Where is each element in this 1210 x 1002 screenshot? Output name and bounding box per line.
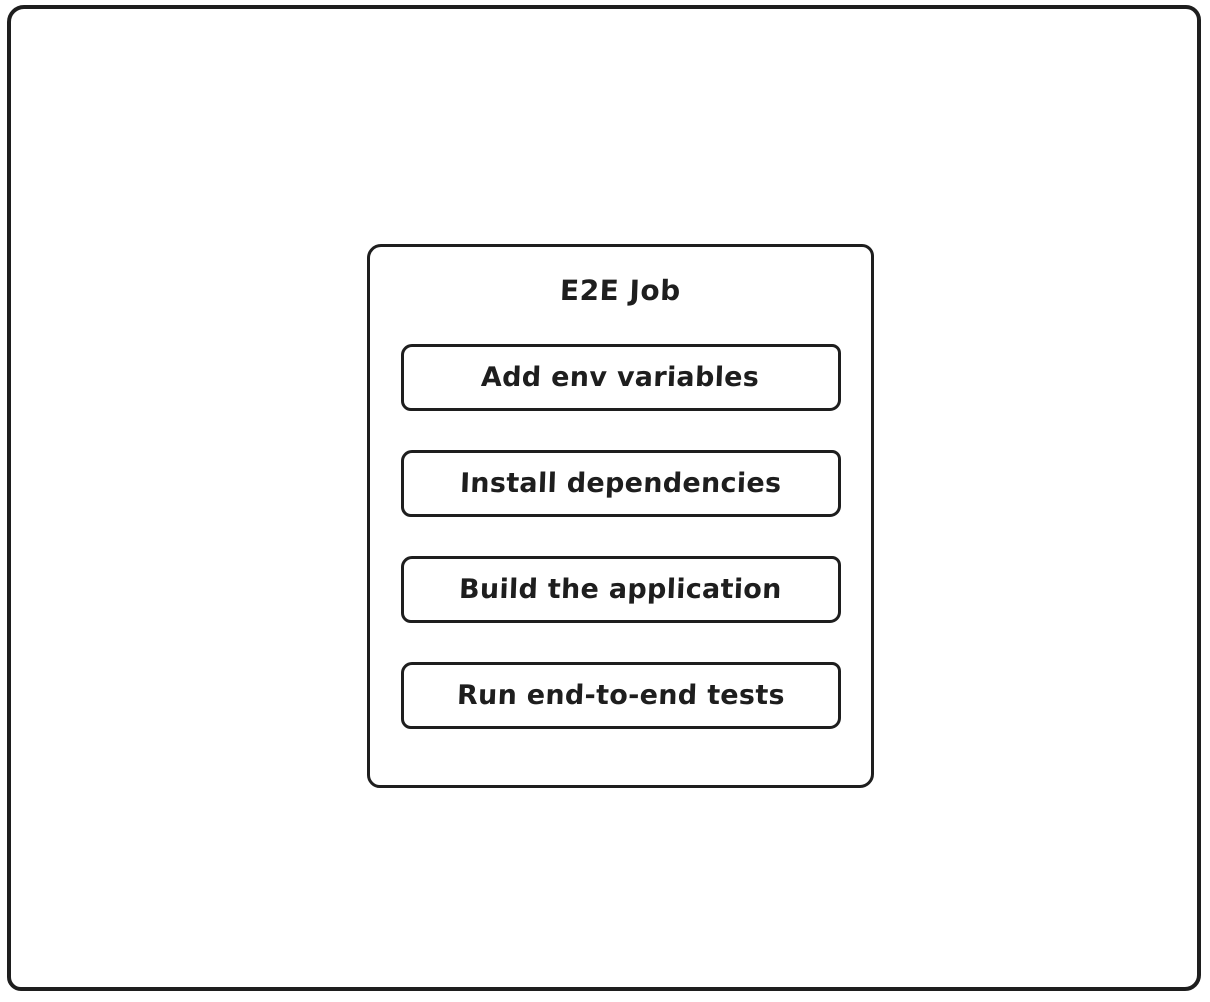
e2e-job-group: E2E Job Add env variables Install depend… xyxy=(367,244,874,788)
step-build-the-application: Build the application xyxy=(400,556,841,623)
step-add-env-variables: Add env variables xyxy=(400,344,841,411)
step-label: Run end-to-end tests xyxy=(456,680,785,711)
e2e-job-title: E2E Job xyxy=(559,274,682,307)
step-label: Build the application xyxy=(458,574,783,605)
step-run-end-to-end-tests: Run end-to-end tests xyxy=(400,662,841,729)
step-label: Add env variables xyxy=(480,362,761,393)
outer-frame: E2E Job Add env variables Install depend… xyxy=(7,5,1201,991)
job-steps: Add env variables Install dependencies B… xyxy=(400,344,841,729)
step-install-dependencies: Install dependencies xyxy=(400,450,841,517)
step-label: Install dependencies xyxy=(459,468,782,499)
